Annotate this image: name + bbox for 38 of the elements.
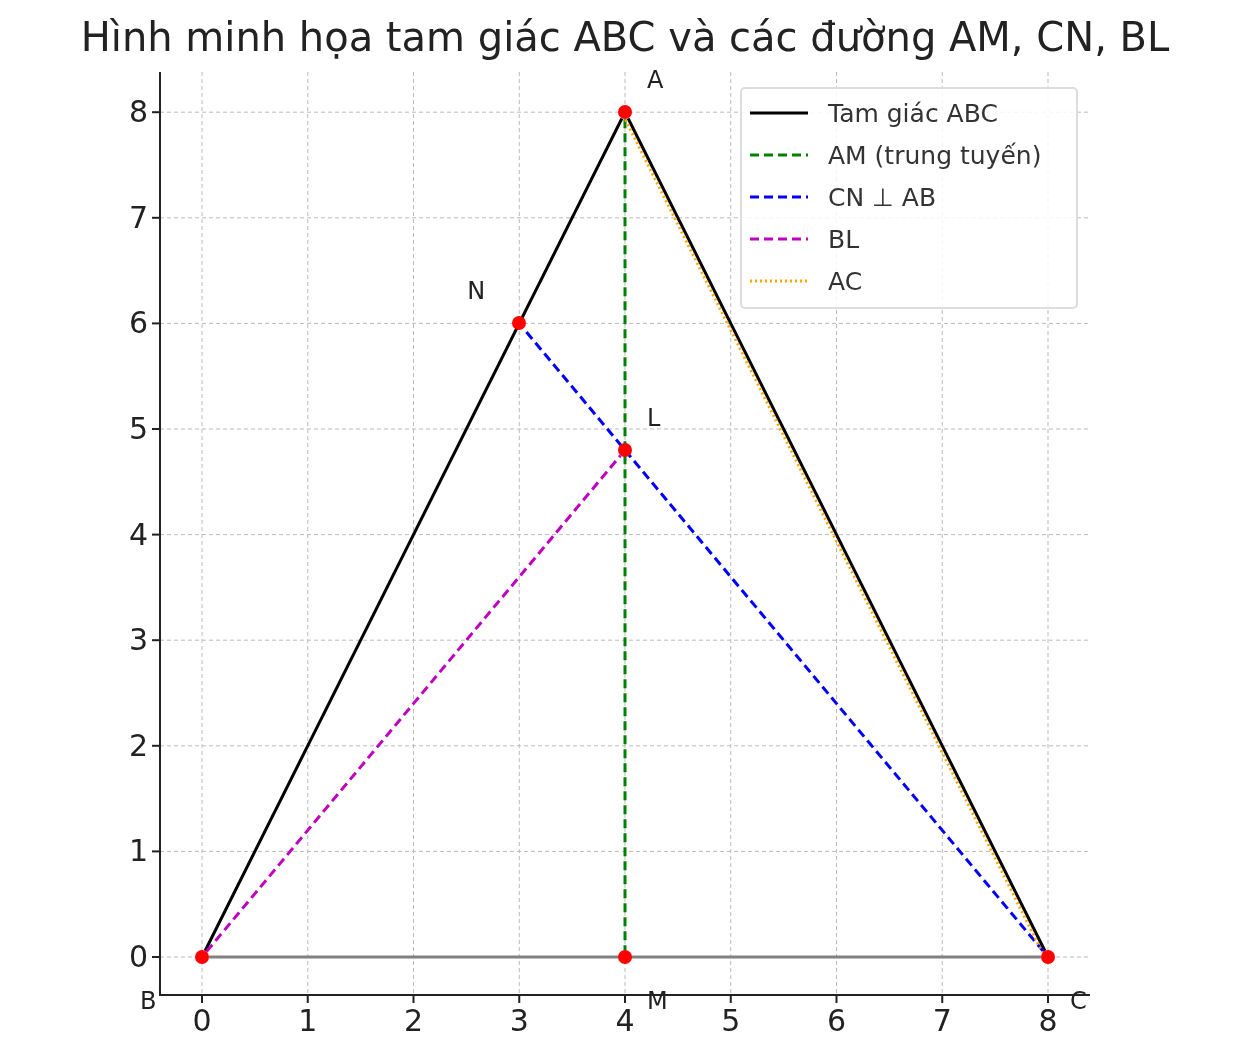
point-label: L [647, 406, 661, 431]
axis-tick-label: 8 [128, 97, 148, 128]
line-segment [209, 955, 1041, 959]
point-marker [618, 950, 632, 964]
axis-tick-label: 8 [1038, 1006, 1058, 1036]
axis-tick-label: 0 [192, 1006, 212, 1036]
line-segment [205, 454, 622, 953]
chart-title: Hình minh họa tam giác ABC và các đường AM, CN, BL [79, 14, 1171, 60]
axis-tick-label: 1 [298, 1006, 318, 1036]
point-label: N [467, 279, 486, 304]
legend-text: CN ⊥ AB [828, 182, 937, 212]
axis-tick-label: 4 [128, 519, 148, 550]
point-marker [512, 316, 527, 331]
point-label: A [647, 68, 664, 93]
legend-text: BL [828, 224, 860, 254]
axis-tick-label: 2 [128, 730, 148, 761]
point-marker [1041, 950, 1055, 964]
axis-tick-label: 5 [128, 414, 148, 444]
axis-tick-label: 1 [128, 836, 148, 867]
axis-tick-label: 6 [826, 1006, 847, 1036]
axis-tick-label: 7 [128, 202, 148, 233]
point-marker [618, 443, 632, 458]
axis-tick-label: 3 [128, 625, 148, 656]
point-label: B [140, 989, 157, 1013]
axis-tick-label: 4 [615, 1006, 635, 1036]
axis-tick-label: 6 [128, 308, 148, 339]
axis-tick-label: 3 [509, 1006, 529, 1036]
point-marker [195, 950, 209, 964]
axis-tick-label: 2 [403, 1006, 424, 1036]
axis-tick-label: 5 [721, 1006, 741, 1036]
legend-text: AC [828, 266, 863, 296]
line-segment [623, 119, 627, 950]
legend-text: AM (trung tuyến) [828, 140, 1042, 170]
line-segment [203, 117, 624, 952]
axis-tick-label: 7 [932, 1006, 952, 1036]
legend-text: Tam giác ABC [828, 98, 998, 128]
point-marker [618, 105, 632, 120]
axis-tick-label: 0 [128, 942, 148, 972]
